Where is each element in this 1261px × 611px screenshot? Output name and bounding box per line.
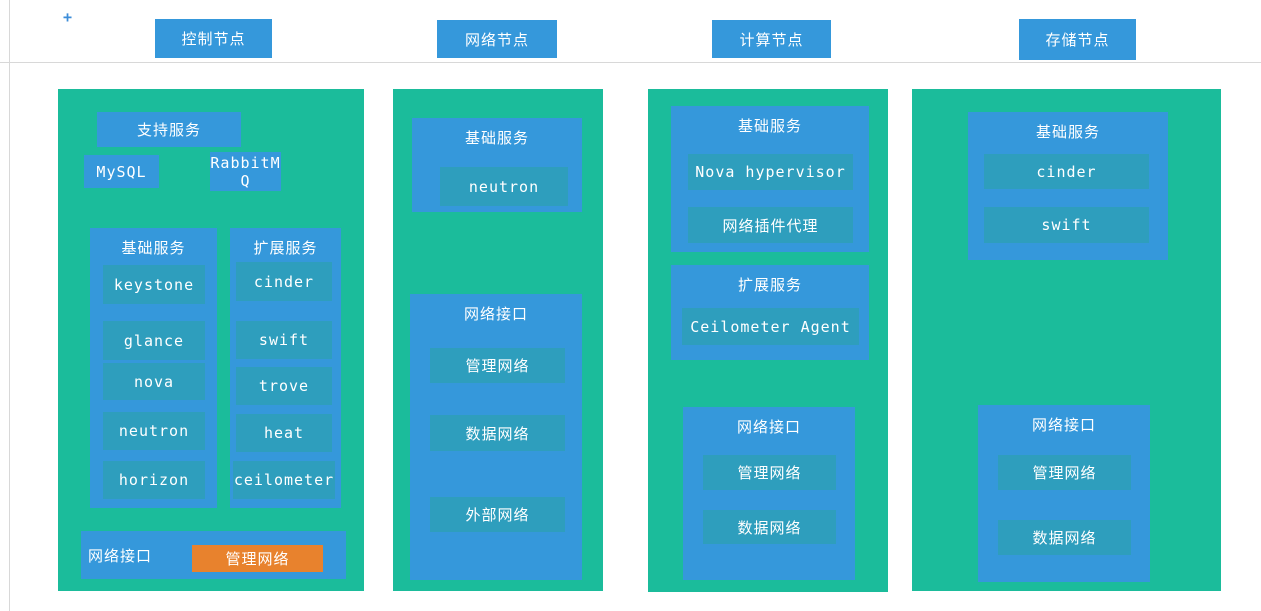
service-neutron[interactable]: neutron — [103, 412, 205, 450]
extend-services-group[interactable]: 扩展服务 Ceilometer Agent — [671, 265, 869, 360]
service-cinder[interactable]: cinder — [236, 262, 332, 301]
service-nova-hypervisor[interactable]: Nova hypervisor — [688, 154, 853, 190]
network-interface-group[interactable]: 网络接口 管理网络 数据网络 — [683, 407, 855, 580]
service-nova[interactable]: nova — [103, 363, 205, 400]
network-interface-title: 网络接口 — [1031, 415, 1096, 434]
basic-services-group[interactable]: 基础服务 keystone glance nova neutron horizo… — [90, 228, 217, 508]
canvas-top-guide-line — [0, 62, 1261, 63]
network-management[interactable]: 管理网络 — [192, 545, 323, 572]
network-data[interactable]: 数据网络 — [998, 520, 1131, 555]
extend-services-title: 扩展服务 — [737, 275, 802, 294]
basic-services-title: 基础服务 — [1035, 122, 1100, 141]
network-data[interactable]: 数据网络 — [430, 415, 565, 451]
network-interface-title: 网络接口 — [463, 304, 528, 323]
basic-services-group[interactable]: 基础服务 cinder swift — [968, 112, 1168, 260]
service-rabbitmq[interactable]: RabbitMQ — [210, 152, 281, 191]
panel-control-node[interactable]: 支持服务 MySQL RabbitMQ 基础服务 keystone glance… — [58, 89, 364, 591]
network-interface-title: 网络接口 — [88, 546, 153, 565]
service-glance[interactable]: glance — [103, 321, 205, 360]
network-management[interactable]: 管理网络 — [430, 348, 565, 383]
basic-services-title: 基础服务 — [121, 238, 186, 257]
service-neutron[interactable]: neutron — [440, 167, 568, 206]
network-interface-group[interactable]: 网络接口 管理网络 数据网络 外部网络 — [410, 294, 582, 580]
service-swift[interactable]: swift — [236, 321, 332, 359]
network-external[interactable]: 外部网络 — [430, 497, 565, 532]
service-network-plugin-agent[interactable]: 网络插件代理 — [688, 207, 853, 243]
network-data[interactable]: 数据网络 — [703, 510, 836, 544]
service-swift[interactable]: swift — [984, 207, 1149, 243]
extend-services-title: 扩展服务 — [253, 238, 318, 257]
service-trove[interactable]: trove — [236, 367, 332, 405]
panel-network-node[interactable]: 基础服务 neutron 网络接口 管理网络 数据网络 外部网络 — [393, 89, 603, 591]
node-header-network[interactable]: 网络节点 — [437, 20, 557, 58]
node-header-compute[interactable]: 计算节点 — [712, 20, 831, 58]
basic-services-group[interactable]: 基础服务 Nova hypervisor 网络插件代理 — [671, 106, 869, 252]
service-keystone[interactable]: keystone — [103, 265, 205, 304]
network-interface-bar[interactable]: 网络接口 管理网络 — [81, 531, 346, 579]
service-horizon[interactable]: horizon — [103, 461, 205, 499]
network-interface-group[interactable]: 网络接口 管理网络 数据网络 — [978, 405, 1150, 582]
node-header-control[interactable]: 控制节点 — [155, 19, 272, 58]
extend-services-group[interactable]: 扩展服务 cinder swift trove heat ceilometer — [230, 228, 341, 508]
canvas-left-guide-line — [9, 0, 10, 611]
network-management[interactable]: 管理网络 — [998, 455, 1131, 490]
panel-compute-node[interactable]: 基础服务 Nova hypervisor 网络插件代理 扩展服务 Ceilome… — [648, 89, 888, 592]
basic-services-title: 基础服务 — [464, 128, 529, 147]
service-heat[interactable]: heat — [236, 414, 332, 452]
service-ceilometer[interactable]: ceilometer — [233, 461, 335, 499]
service-ceilometer-agent[interactable]: Ceilometer Agent — [682, 308, 859, 345]
support-services-title-box[interactable]: 支持服务 — [97, 112, 241, 147]
panel-storage-node[interactable]: 基础服务 cinder swift 网络接口 管理网络 数据网络 — [912, 89, 1221, 591]
basic-services-group[interactable]: 基础服务 neutron — [412, 118, 582, 212]
network-management[interactable]: 管理网络 — [703, 455, 836, 490]
node-header-storage[interactable]: 存储节点 — [1019, 19, 1136, 60]
network-interface-title: 网络接口 — [736, 417, 801, 436]
basic-services-title: 基础服务 — [737, 116, 802, 135]
service-mysql[interactable]: MySQL — [84, 155, 159, 188]
service-cinder[interactable]: cinder — [984, 154, 1149, 189]
plus-cursor-icon: + — [63, 8, 73, 26]
